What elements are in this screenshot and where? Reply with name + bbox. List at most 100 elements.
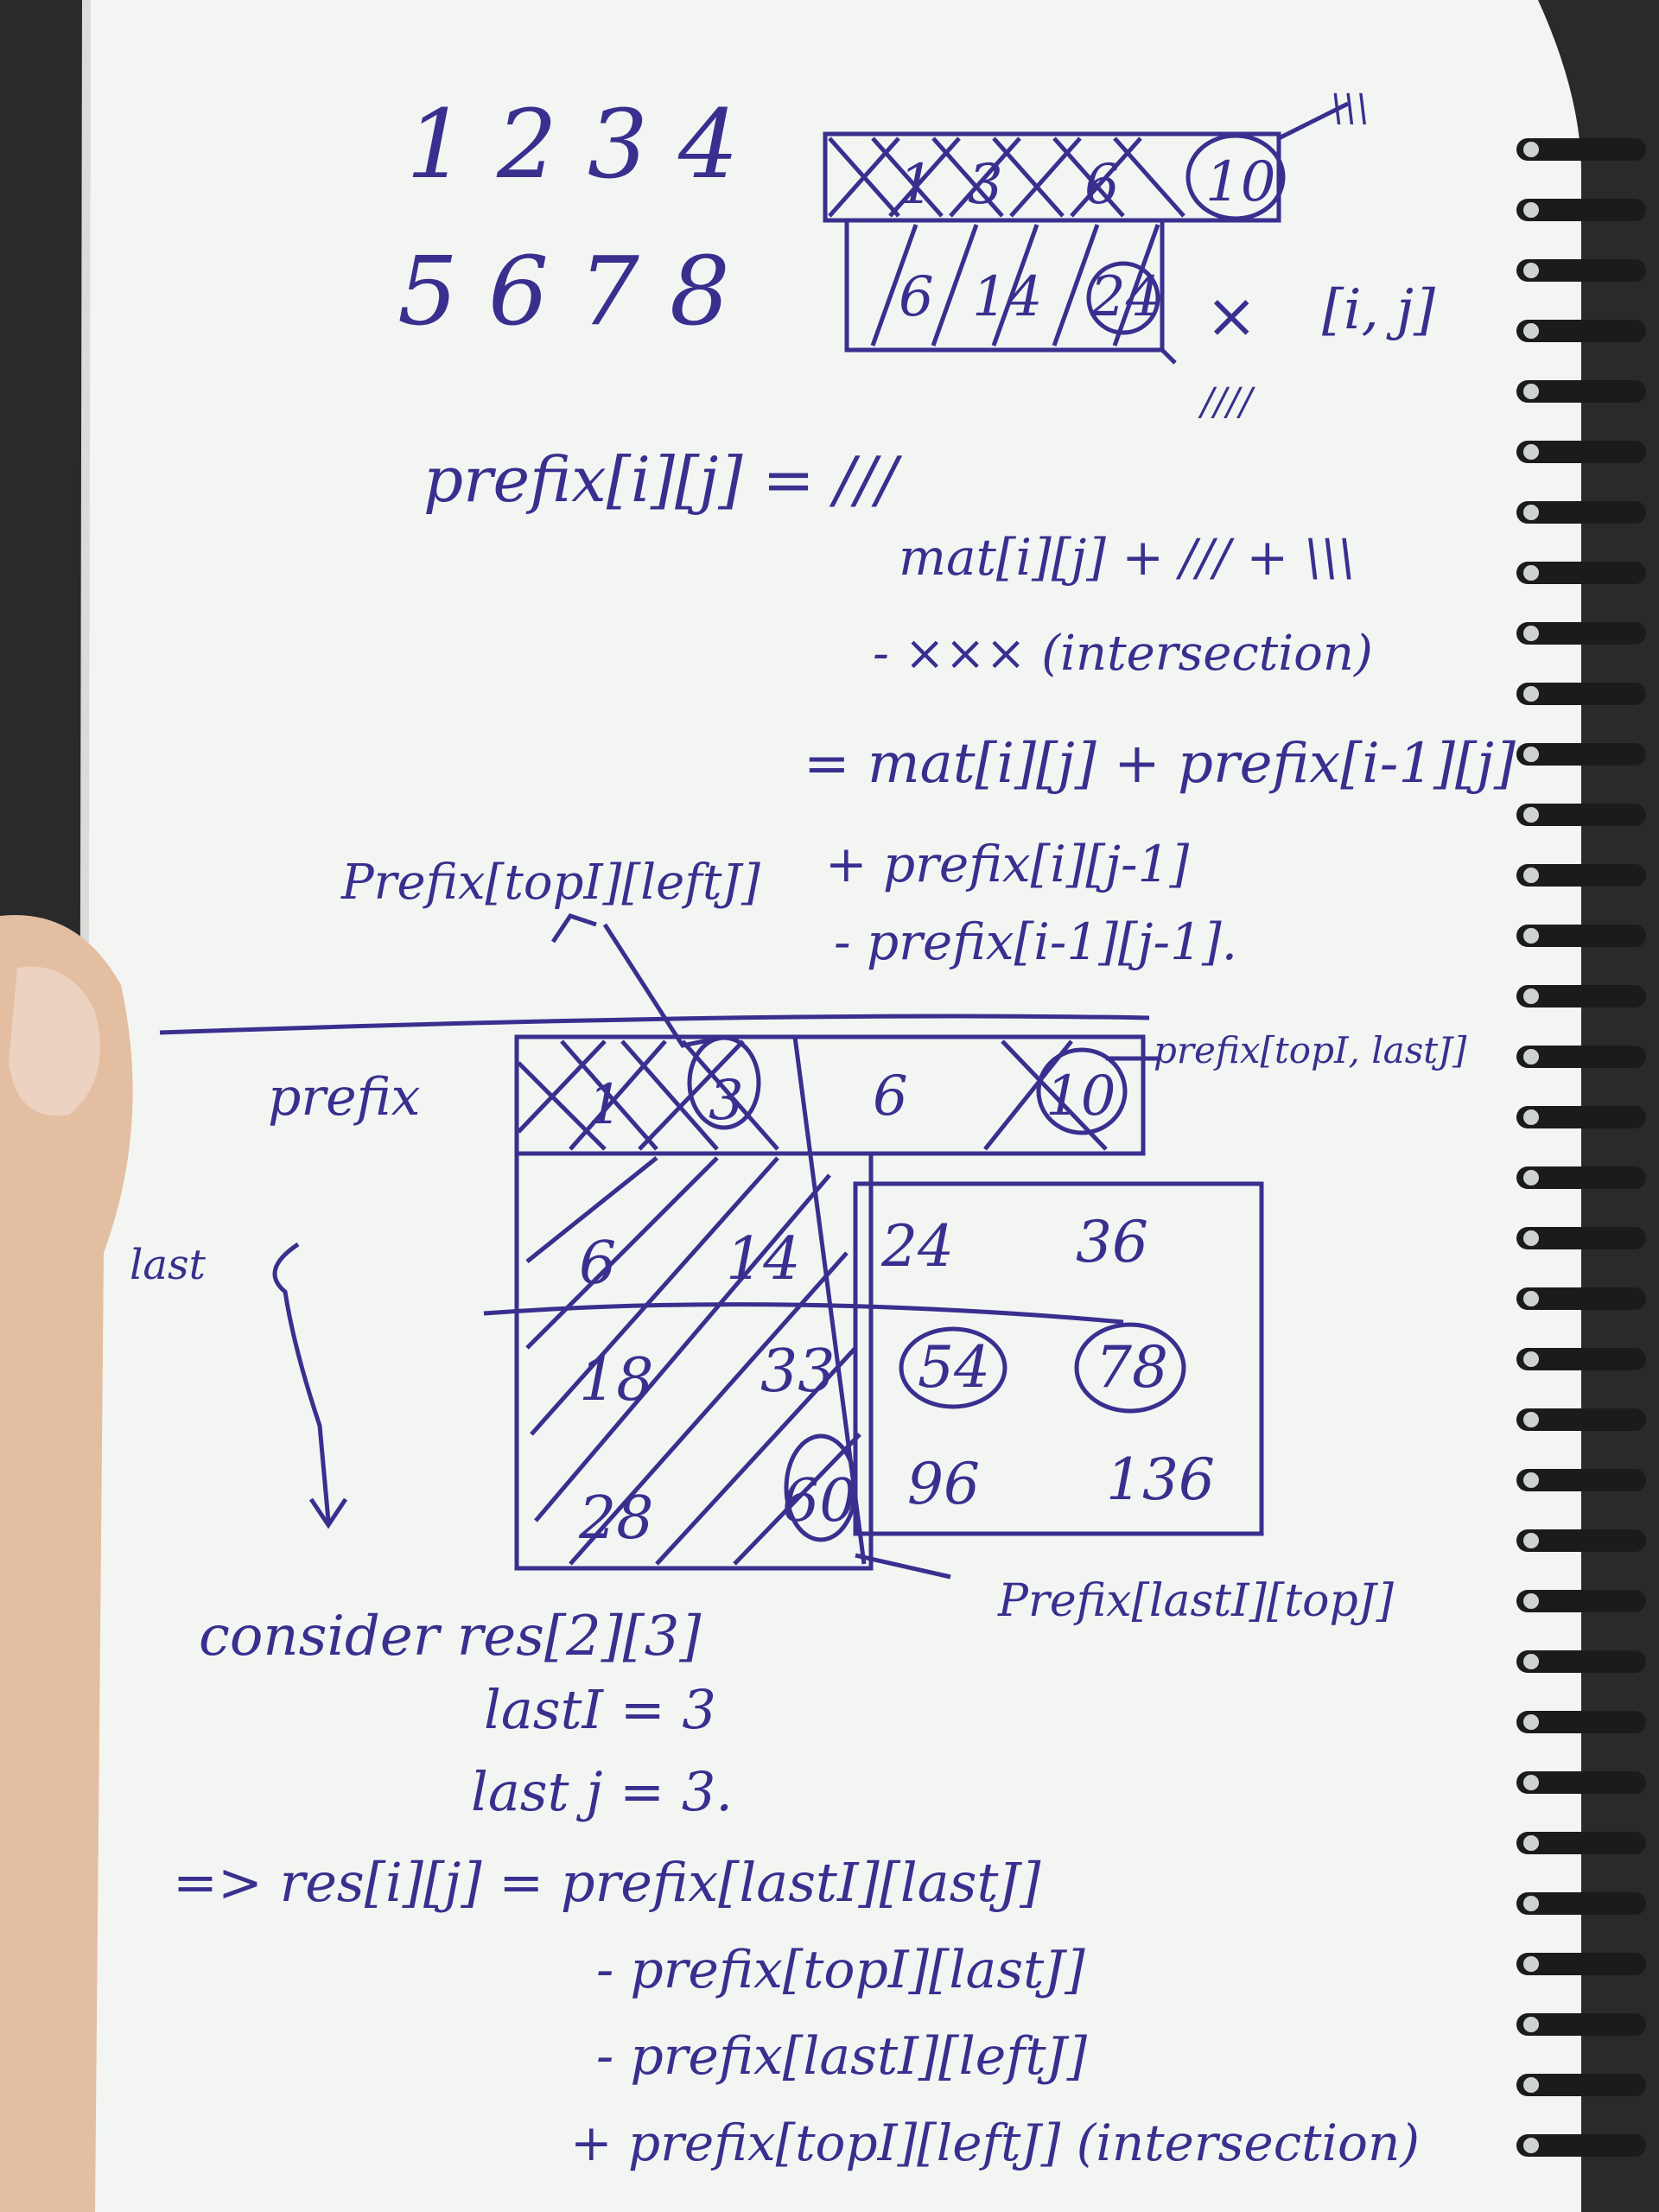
spiral-ring bbox=[1516, 1650, 1646, 1673]
spiral-hole bbox=[1523, 868, 1539, 883]
hatch-note-top: \\\ bbox=[1331, 86, 1369, 130]
spiral-ring bbox=[1516, 804, 1646, 826]
consider-line-2: lastI = 3 bbox=[484, 1678, 716, 1741]
spiral-ring bbox=[1516, 1408, 1646, 1431]
spiral-hole bbox=[1523, 2077, 1539, 2093]
left-col-33: 33 bbox=[760, 1338, 836, 1406]
spiral-hole bbox=[1523, 1472, 1539, 1488]
spiral-ring bbox=[1516, 1227, 1646, 1249]
spiral-ring bbox=[1516, 2013, 1646, 2036]
consider-line-4: => res[i][j] = prefix[lastI][lastJ] bbox=[173, 1851, 1041, 1914]
spiral-ring bbox=[1516, 199, 1646, 221]
consider-line-7: + prefix[topI][leftJ] (intersection) bbox=[570, 2113, 1420, 2172]
big-top-cell-1: 1 bbox=[588, 1073, 623, 1137]
left-col-28: 28 bbox=[578, 1484, 654, 1553]
spiral-hole bbox=[1523, 1896, 1539, 1911]
hand-thumb bbox=[0, 915, 133, 2212]
spiral-ring bbox=[1516, 138, 1646, 161]
big-top-cell-3: 3 bbox=[709, 1069, 744, 1133]
spiral-ring bbox=[1516, 1590, 1646, 1612]
label-prefix-lastI-topJ: Prefix[lastI][topJ] bbox=[997, 1575, 1395, 1627]
spiral-hole bbox=[1523, 142, 1539, 157]
right-box-78: 78 bbox=[1096, 1334, 1168, 1401]
spiral-hole bbox=[1523, 202, 1539, 218]
spiral-ring bbox=[1516, 1832, 1646, 1854]
spiral-ring bbox=[1516, 1106, 1646, 1128]
spiral-hole bbox=[1523, 1714, 1539, 1730]
spiral-hole bbox=[1523, 1049, 1539, 1065]
spiral-ring bbox=[1516, 1469, 1646, 1491]
thumbnail bbox=[9, 966, 100, 1116]
spiral-ring bbox=[1516, 743, 1646, 766]
formula-line-5: + prefix[i][j-1] bbox=[825, 835, 1190, 893]
hatch-note-bottom: //// bbox=[1198, 380, 1255, 424]
spiral-hole bbox=[1523, 1109, 1539, 1125]
spiral-hole bbox=[1523, 2138, 1539, 2153]
matrix-row-1: 1 2 3 4 bbox=[406, 89, 739, 200]
top-prefix-cell-1: 1 bbox=[899, 153, 934, 217]
label-prefix-topI-lastJ: prefix[topI, lastJ] bbox=[1154, 1029, 1467, 1071]
spiral-hole bbox=[1523, 323, 1539, 339]
spiral-hole bbox=[1523, 1230, 1539, 1246]
spiral-ring bbox=[1516, 380, 1646, 403]
notebook-page bbox=[82, 0, 1581, 2212]
left-col-18: 18 bbox=[579, 1346, 654, 1414]
right-box-96: 96 bbox=[907, 1451, 980, 1517]
spiral-ring bbox=[1516, 259, 1646, 282]
spiral-hole bbox=[1523, 1775, 1539, 1790]
spiral-hole bbox=[1523, 444, 1539, 460]
spiral-ring bbox=[1516, 1892, 1646, 1915]
spiral-hole bbox=[1523, 807, 1539, 823]
top-prefix-cell-3: 3 bbox=[968, 153, 1003, 217]
formula-side-label: Prefix[topI][leftJ] bbox=[340, 855, 760, 911]
spiral-hole bbox=[1523, 565, 1539, 581]
left-col-60: 60 bbox=[782, 1467, 857, 1535]
spiral-hole bbox=[1523, 1351, 1539, 1367]
times-sign: × bbox=[1205, 279, 1257, 352]
right-box-36: 36 bbox=[1076, 1209, 1148, 1275]
spiral-hole bbox=[1523, 626, 1539, 641]
spiral-hole bbox=[1523, 384, 1539, 399]
last-label: last bbox=[130, 1241, 207, 1289]
spiral-ring bbox=[1516, 441, 1646, 463]
spiral-ring bbox=[1516, 1166, 1646, 1189]
spiral-ring bbox=[1516, 1771, 1646, 1794]
spiral-hole bbox=[1523, 1956, 1539, 1972]
spiral-ring bbox=[1516, 1953, 1646, 1975]
divider-line bbox=[159, 1014, 1150, 1035]
right-box-54: 54 bbox=[918, 1334, 990, 1401]
formula-line-1: prefix[i][j] = /// bbox=[423, 443, 903, 516]
right-box-136: 136 bbox=[1106, 1446, 1215, 1513]
top-prefix-cell-14: 14 bbox=[972, 265, 1042, 329]
index-ij: [i, j] bbox=[1322, 278, 1436, 342]
formula-line-6: - prefix[i-1][j-1]. bbox=[834, 912, 1237, 971]
spiral-ring bbox=[1516, 1287, 1646, 1310]
formula-line-4: = mat[i][j] + prefix[i-1][j] bbox=[804, 732, 1516, 796]
spiral-ring bbox=[1516, 501, 1646, 524]
matrix-row-2: 5 6 7 8 bbox=[397, 236, 730, 346]
spiral-hole bbox=[1523, 1835, 1539, 1851]
spiral-hole bbox=[1523, 1593, 1539, 1609]
top-prefix-cell-6b: 6 bbox=[899, 265, 934, 329]
big-prefix-label: prefix bbox=[268, 1067, 420, 1128]
spiral-ring bbox=[1516, 985, 1646, 1007]
spiral-ring bbox=[1516, 1711, 1646, 1733]
spiral-ring bbox=[1516, 1046, 1646, 1068]
spiral-ring bbox=[1516, 925, 1646, 947]
top-prefix-cell-10: 10 bbox=[1205, 150, 1275, 214]
spiral-hole bbox=[1523, 1170, 1539, 1185]
spiral-ring bbox=[1516, 2134, 1646, 2157]
consider-line-5: - prefix[topI][lastJ] bbox=[596, 1940, 1085, 2000]
top-prefix-diagram bbox=[823, 101, 1350, 365]
consider-line-1: consider res[2][3] bbox=[199, 1605, 702, 1669]
spiral-ring bbox=[1516, 1348, 1646, 1370]
spiral-ring bbox=[1516, 622, 1646, 645]
spiral-hole bbox=[1523, 747, 1539, 762]
spiral-hole bbox=[1523, 928, 1539, 944]
big-top-cell-6: 6 bbox=[873, 1065, 908, 1128]
consider-line-3: last j = 3. bbox=[471, 1760, 733, 1823]
left-col-14: 14 bbox=[726, 1225, 801, 1294]
consider-line-6: - prefix[lastI][leftJ] bbox=[596, 2026, 1088, 2087]
spiral-ring bbox=[1516, 562, 1646, 584]
